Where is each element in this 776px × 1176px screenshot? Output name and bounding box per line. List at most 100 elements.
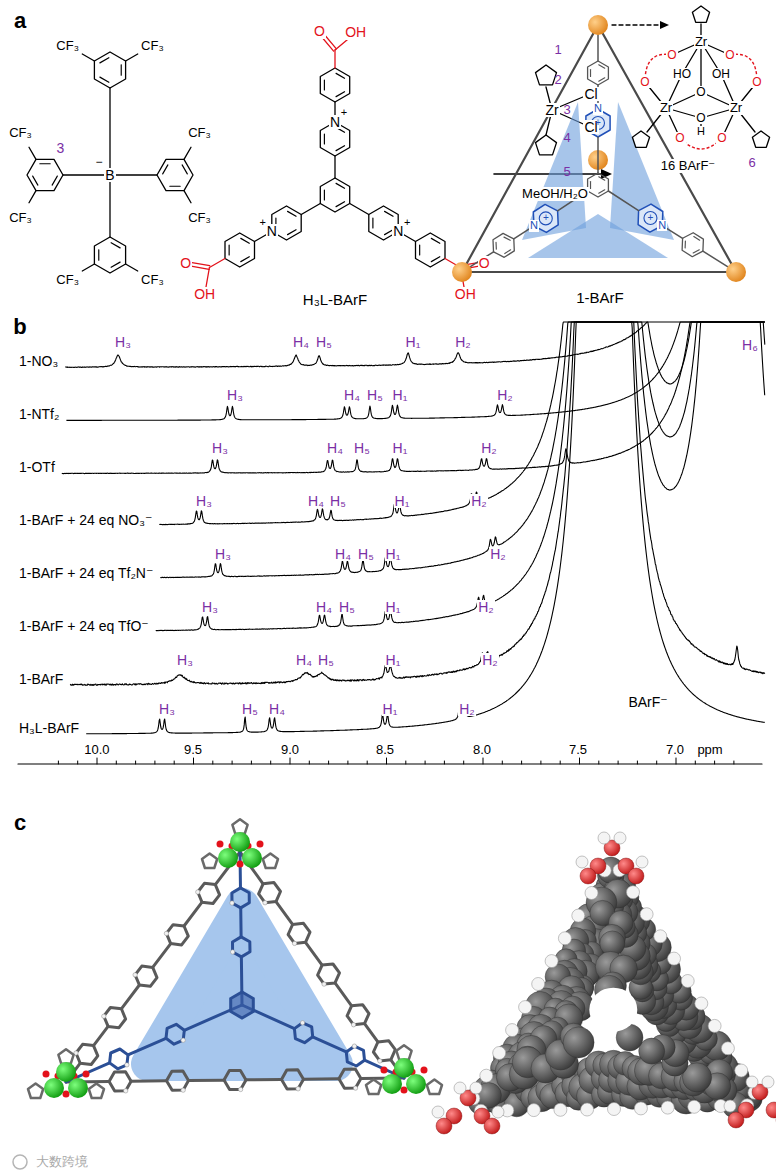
cyclopentadienyl-ring	[692, 6, 709, 22]
axis-tick	[347, 761, 348, 764]
oxo-atom: O	[695, 112, 706, 125]
double-bond	[336, 92, 344, 97]
hydrogen-sphere	[762, 1076, 774, 1088]
bond-line	[209, 259, 225, 268]
cyclopentadienyl-ring	[263, 854, 278, 869]
charge-sign: +	[542, 213, 550, 224]
double-bond	[33, 176, 38, 185]
ppm-axis	[18, 763, 762, 764]
hydrogen-stick	[181, 1088, 185, 1092]
proton-number: 6	[747, 156, 756, 170]
axis-unit: ppm	[696, 743, 723, 757]
oxygen-atom: O	[674, 132, 685, 145]
hydrogen-sphere	[581, 1103, 594, 1116]
cavity-window	[589, 988, 637, 1032]
stick-ring	[233, 937, 251, 957]
bond-line	[700, 42, 701, 92]
proton-number: 4	[562, 131, 571, 145]
hydrogen-sphere	[454, 1082, 466, 1094]
stick-ring	[76, 1044, 98, 1064]
stick-bond	[239, 852, 242, 888]
axis-tick	[733, 761, 734, 764]
peak-label: H₄	[292, 335, 310, 350]
hydrogen-stick	[322, 982, 326, 986]
stick-ring	[318, 964, 340, 984]
axis-tick	[174, 761, 175, 764]
proton-number: 2	[553, 73, 562, 87]
cyclopentadienyl-ring	[536, 65, 557, 85]
double-bond	[431, 257, 439, 262]
stick-ring	[288, 923, 310, 943]
nitrogen-atom: N	[657, 220, 667, 232]
aromatic-ring	[416, 233, 446, 267]
cyclopentadienyl-ring	[202, 854, 217, 869]
nitrogen-atom: N	[593, 103, 603, 115]
bond-line	[597, 137, 599, 173]
charge-sign: +	[403, 217, 411, 229]
axis-tick	[695, 761, 696, 764]
hydrogen-stick	[292, 941, 296, 945]
double-bond	[52, 176, 57, 185]
nitrogen-atom: N	[266, 224, 278, 239]
double-bond	[182, 165, 187, 174]
nmr-trace	[156, 322, 765, 631]
bond-line	[126, 54, 138, 61]
axis-tick	[637, 761, 638, 764]
charge-sign: +	[594, 118, 602, 129]
peak-label: H₂	[477, 600, 495, 615]
hydrogen-sphere	[708, 1019, 721, 1032]
axis-tick	[309, 761, 310, 764]
double-bond	[372, 218, 373, 228]
double-bond	[98, 250, 99, 260]
bond-line	[109, 175, 110, 237]
axis-tick	[193, 758, 194, 764]
proton-number: 5	[562, 165, 571, 179]
double-bond	[324, 80, 325, 90]
double-bond	[694, 237, 700, 241]
anion-peak-label: BArF⁻	[627, 695, 668, 710]
bond-line	[29, 147, 36, 159]
charge-sign: +	[647, 213, 655, 224]
peak-label: H₃	[211, 441, 229, 456]
oxo-atom: O	[695, 86, 706, 99]
bond-line	[334, 50, 335, 68]
axis-tick	[251, 761, 252, 764]
hydroxyl-group: OH	[193, 287, 216, 302]
double-bond	[336, 183, 344, 188]
peak-label: H₅	[366, 388, 384, 403]
double-bond	[241, 238, 249, 243]
hydrogen-atom: H	[696, 126, 706, 138]
stick-ring	[224, 1070, 246, 1089]
double-bond	[599, 177, 605, 180]
peak-label: H₂	[470, 494, 488, 509]
nmr-trace	[70, 322, 765, 685]
oxygen-sphere	[728, 1112, 744, 1128]
hydrogen-stick	[123, 1089, 127, 1093]
double-bond	[590, 70, 591, 77]
oxygen-atom: O	[179, 256, 192, 271]
stick-ring	[294, 1023, 312, 1043]
stick-ring	[232, 888, 249, 908]
cage-name: 1-BArF	[575, 290, 625, 306]
peak-label: H₂	[481, 653, 499, 668]
bond-line	[29, 191, 36, 203]
reaction-arrow	[494, 173, 602, 175]
axis-tick	[58, 761, 59, 764]
nitrogen-atom: N	[329, 115, 341, 130]
double-bond	[288, 230, 296, 235]
hydroxyl-group: OH	[344, 25, 367, 40]
panel-letter: c	[13, 811, 27, 834]
hydrogen-sphere	[668, 952, 681, 965]
arrow-head	[660, 21, 669, 29]
axis-tick	[270, 761, 271, 764]
bond-line	[334, 156, 335, 178]
oxygen-ball	[257, 841, 264, 848]
nmr-trace	[86, 322, 765, 734]
oxygen-atom: O	[716, 132, 727, 145]
double-bond	[241, 257, 249, 262]
axis-tick-label: 10.0	[83, 743, 110, 757]
stick-bond	[94, 1026, 109, 1045]
zirconium-ball	[56, 1062, 76, 1082]
hydrogen-stick	[296, 1087, 300, 1091]
cf3-group: CF₃	[187, 211, 212, 225]
